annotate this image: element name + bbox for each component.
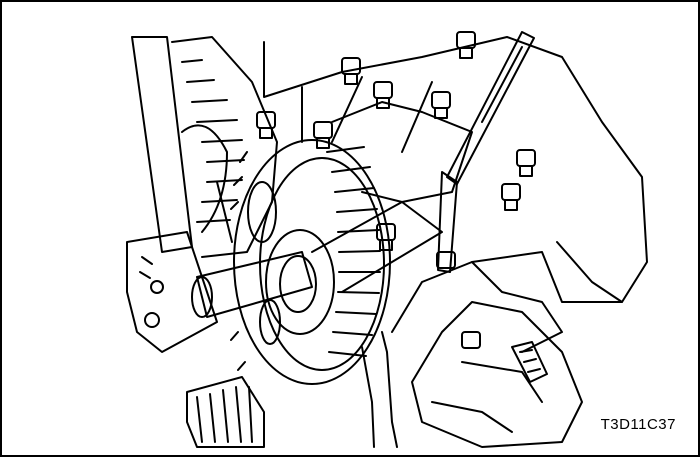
wrench-handle [126,36,218,353]
camshaft [191,201,443,318]
cam-sprocket [230,139,391,385]
figure-code: T3D11C37 [600,416,676,433]
lower-gear [186,376,265,448]
screwdriver [437,31,535,273]
side-fitting [511,341,548,383]
belt [216,181,398,448]
upper-sprocket [171,36,278,258]
cylinder-head [263,36,648,448]
bolts [256,31,536,349]
